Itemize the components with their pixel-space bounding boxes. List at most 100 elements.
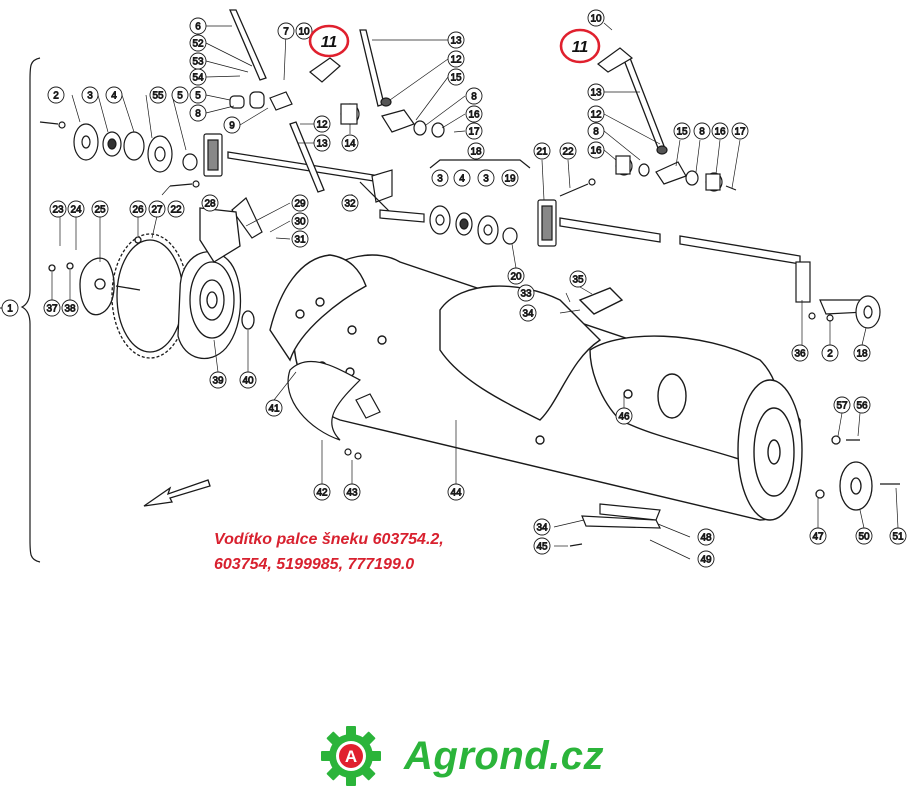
callout-42: 42 bbox=[313, 483, 331, 501]
svg-text:23: 23 bbox=[52, 205, 64, 216]
svg-text:57: 57 bbox=[836, 401, 848, 412]
svg-text:46: 46 bbox=[618, 412, 630, 423]
right-bearing-bracket bbox=[537, 178, 881, 329]
callout-34b: 34 bbox=[533, 518, 551, 536]
callout-32: 32 bbox=[341, 194, 359, 212]
svg-text:21: 21 bbox=[536, 147, 548, 158]
svg-text:5: 5 bbox=[177, 91, 183, 102]
svg-text:1: 1 bbox=[7, 304, 13, 315]
callout-30: 30 bbox=[291, 212, 309, 230]
svg-text:13: 13 bbox=[450, 36, 462, 47]
callout-27: 27 bbox=[148, 200, 166, 218]
callout-2a: 2 bbox=[47, 86, 65, 104]
callout-43: 43 bbox=[343, 483, 361, 501]
svg-text:48: 48 bbox=[700, 533, 712, 544]
svg-text:16: 16 bbox=[590, 146, 602, 157]
callout-14: 14 bbox=[341, 134, 359, 152]
svg-text:26: 26 bbox=[132, 205, 144, 216]
svg-text:55: 55 bbox=[152, 91, 164, 102]
callout-8d: 8 bbox=[693, 122, 711, 140]
svg-text:39: 39 bbox=[212, 376, 224, 387]
brand-logo[interactable]: A Agrond.cz bbox=[320, 724, 604, 788]
leader-lines bbox=[2, 22, 899, 560]
left-auger-end bbox=[48, 207, 255, 359]
svg-text:35: 35 bbox=[572, 275, 584, 286]
svg-text:43: 43 bbox=[346, 488, 358, 499]
callout-48: 48 bbox=[697, 528, 715, 546]
svg-text:17: 17 bbox=[734, 127, 746, 138]
right-top-group bbox=[615, 145, 737, 192]
svg-text:56: 56 bbox=[856, 401, 868, 412]
callout-13c: 13 bbox=[587, 83, 605, 101]
svg-text:49: 49 bbox=[700, 555, 712, 566]
callout-3a: 3 bbox=[81, 86, 99, 104]
callout-49: 49 bbox=[697, 550, 715, 568]
svg-text:44: 44 bbox=[450, 488, 462, 499]
callout-26: 26 bbox=[129, 200, 147, 218]
svg-text:4: 4 bbox=[111, 91, 117, 102]
callout-41: 41 bbox=[265, 399, 283, 417]
svg-text:52: 52 bbox=[192, 39, 204, 50]
svg-text:36: 36 bbox=[794, 349, 806, 360]
svg-text:22: 22 bbox=[562, 147, 574, 158]
svg-text:33: 33 bbox=[520, 289, 532, 300]
callout-10a: 10 bbox=[295, 22, 313, 40]
svg-text:16: 16 bbox=[468, 110, 480, 121]
middle-components bbox=[340, 97, 445, 215]
part-caption: Vodítko palce šneku 603754.2, 603754, 51… bbox=[214, 527, 514, 577]
callout-18a: 18 bbox=[467, 142, 485, 160]
callout-31: 31 bbox=[291, 230, 309, 248]
callout-35: 35 bbox=[569, 270, 587, 288]
svg-text:2: 2 bbox=[827, 349, 833, 360]
callout-53: 53 bbox=[189, 52, 207, 70]
callout-3c: 3 bbox=[477, 169, 495, 187]
caption-line-2: 603754, 5199985, 777199.0 bbox=[214, 556, 415, 573]
callout-28: 28 bbox=[201, 194, 219, 212]
svg-text:4: 4 bbox=[459, 174, 465, 185]
svg-text:3: 3 bbox=[437, 174, 443, 185]
svg-text:16: 16 bbox=[714, 127, 726, 138]
logo-letter: A bbox=[345, 747, 357, 766]
callout-17b: 17 bbox=[731, 122, 749, 140]
svg-text:8: 8 bbox=[699, 127, 705, 138]
callout-2b: 2 bbox=[821, 344, 839, 362]
callout-38: 38 bbox=[61, 299, 79, 317]
callout-52: 52 bbox=[189, 34, 207, 52]
callout-1: 1 bbox=[1, 299, 19, 317]
callout-50: 50 bbox=[855, 527, 873, 545]
callout-55: 55 bbox=[149, 86, 167, 104]
brand-name: Agrond.cz bbox=[404, 733, 605, 778]
highlight-part-11-left: 11 bbox=[308, 24, 350, 58]
svg-text:31: 31 bbox=[294, 235, 306, 246]
svg-text:12: 12 bbox=[590, 110, 602, 121]
callout-21: 21 bbox=[533, 142, 551, 160]
svg-text:37: 37 bbox=[46, 304, 58, 315]
callout-3b: 3 bbox=[431, 169, 449, 187]
callout-45: 45 bbox=[533, 537, 551, 555]
finger-guides bbox=[287, 360, 661, 547]
highlight-part-11-right: 11 bbox=[559, 28, 601, 64]
svg-text:34: 34 bbox=[536, 523, 548, 534]
callout-15a: 15 bbox=[447, 68, 465, 86]
callout-54: 54 bbox=[189, 68, 207, 86]
svg-text:50: 50 bbox=[858, 532, 870, 543]
svg-text:53: 53 bbox=[192, 57, 204, 68]
svg-text:28: 28 bbox=[204, 199, 216, 210]
svg-text:6: 6 bbox=[195, 22, 201, 33]
svg-text:41: 41 bbox=[268, 404, 280, 415]
svg-text:10: 10 bbox=[298, 27, 310, 38]
svg-text:8: 8 bbox=[593, 127, 599, 138]
svg-text:3: 3 bbox=[483, 174, 489, 185]
callout-37: 37 bbox=[43, 299, 61, 317]
callout-39: 39 bbox=[209, 371, 227, 389]
svg-text:8: 8 bbox=[471, 92, 477, 103]
svg-text:18: 18 bbox=[856, 349, 868, 360]
svg-text:25: 25 bbox=[94, 205, 106, 216]
callout-20: 20 bbox=[507, 267, 525, 285]
callout-12c: 12 bbox=[587, 105, 605, 123]
svg-text:7: 7 bbox=[283, 27, 289, 38]
svg-text:22: 22 bbox=[170, 205, 182, 216]
callout-44: 44 bbox=[447, 483, 465, 501]
callout-13a: 13 bbox=[313, 134, 331, 152]
svg-text:2: 2 bbox=[53, 91, 59, 102]
